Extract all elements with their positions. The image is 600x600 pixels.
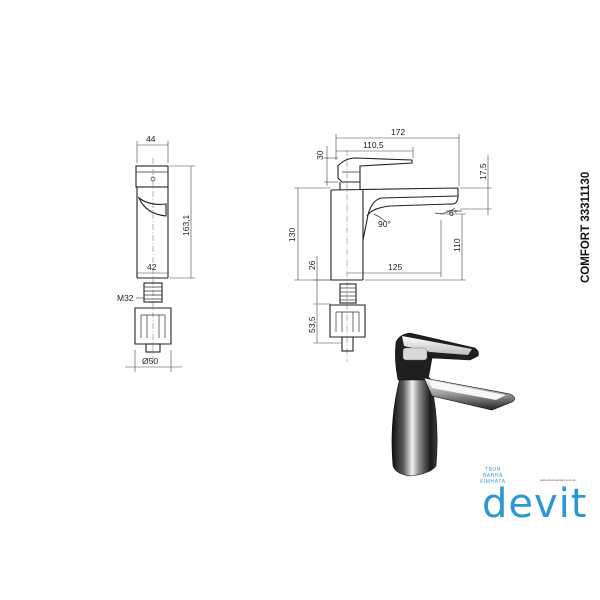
side-thread bbox=[143, 282, 163, 303]
dim-front-total-length: 172 bbox=[391, 127, 405, 137]
render-lever-top bbox=[402, 336, 472, 355]
brand-logo: devit bbox=[482, 481, 588, 527]
render-body bbox=[391, 377, 438, 477]
side-spout-profile bbox=[137, 196, 167, 217]
front-spout bbox=[366, 195, 459, 217]
front-view: 172 110,5 30 17,5 90° 6° 130 110 125 bbox=[287, 127, 492, 362]
dim-side-top-width: 44 bbox=[146, 134, 156, 144]
dim-front-base-offset: 26 bbox=[307, 260, 317, 270]
dim-side-height: 163,1 bbox=[181, 214, 191, 236]
dim-side-base-width: 42 bbox=[147, 262, 157, 272]
product-render bbox=[391, 332, 515, 477]
dim-front-lever-angle: 6° bbox=[449, 208, 457, 218]
dim-front-spout-angle: 90° bbox=[378, 219, 391, 229]
product-code: COMFORT 33311130 bbox=[580, 172, 592, 283]
side-body bbox=[136, 187, 169, 279]
dim-front-thread-length: 53,5 bbox=[307, 316, 317, 333]
dim-front-lever-length: 110,5 bbox=[363, 140, 384, 150]
side-hose-fitting bbox=[145, 343, 161, 353]
dim-side-thread: M32 bbox=[117, 293, 134, 303]
front-lever bbox=[337, 157, 413, 183]
side-lever-head bbox=[135, 165, 169, 188]
dim-front-spout-reach: 125 bbox=[388, 262, 402, 272]
dim-front-body-height: 130 bbox=[287, 228, 297, 242]
dim-side-nut-diameter: Ø50 bbox=[142, 356, 158, 366]
brand-tagline: ТВОЯ ВАННА КІМНАТА bbox=[480, 467, 506, 485]
front-spout-outlet bbox=[434, 207, 456, 214]
side-mounting-nut bbox=[134, 307, 172, 345]
front-mounting-nut bbox=[329, 304, 366, 338]
front-thread bbox=[339, 283, 357, 304]
front-body bbox=[330, 182, 459, 281]
side-view: 44 163,1 42 M32 Ø50 bbox=[117, 134, 195, 372]
brand-url: www.devit-sanitary.com.ua bbox=[540, 478, 576, 482]
dim-front-spout-clearance: 110 bbox=[452, 238, 462, 252]
front-hose-fitting bbox=[341, 336, 354, 352]
dim-front-spout-offset: 17,5 bbox=[478, 163, 488, 180]
dim-front-lever-height: 30 bbox=[315, 150, 325, 160]
